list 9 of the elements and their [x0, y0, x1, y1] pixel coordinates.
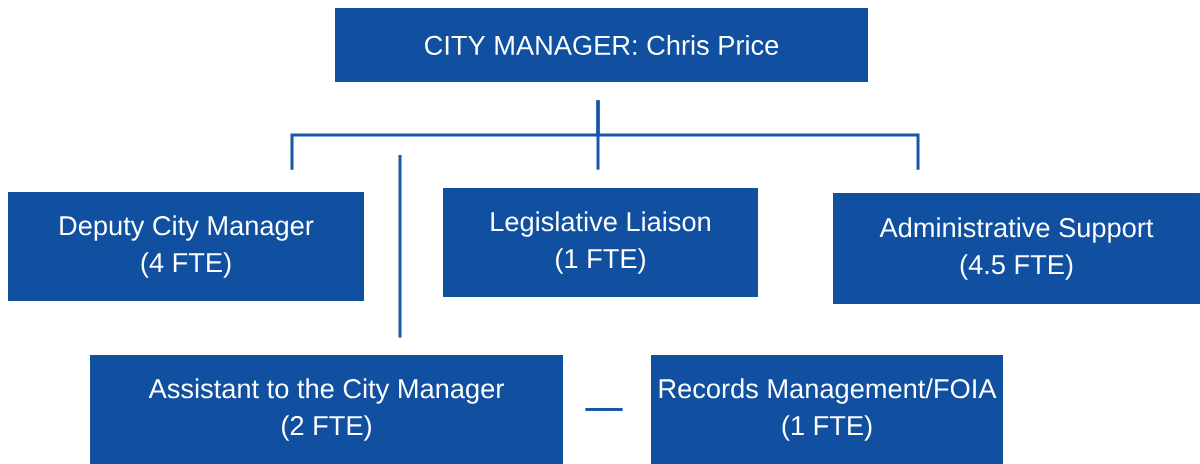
connector-line [398, 155, 402, 338]
connector-line [585, 408, 623, 411]
org-box: Legislative Liaison (1 FTE) [443, 188, 758, 297]
org-box: Records Management/FOIA (1 FTE) [651, 355, 1003, 464]
org-box: Administrative Support (4.5 FTE) [833, 193, 1200, 304]
org-box: CITY MANAGER: Chris Price [335, 8, 868, 82]
org-box: Assistant to the City Manager (2 FTE) [90, 355, 563, 464]
org-box: Deputy City Manager (4 FTE) [8, 192, 364, 301]
connector-line [596, 100, 920, 170]
